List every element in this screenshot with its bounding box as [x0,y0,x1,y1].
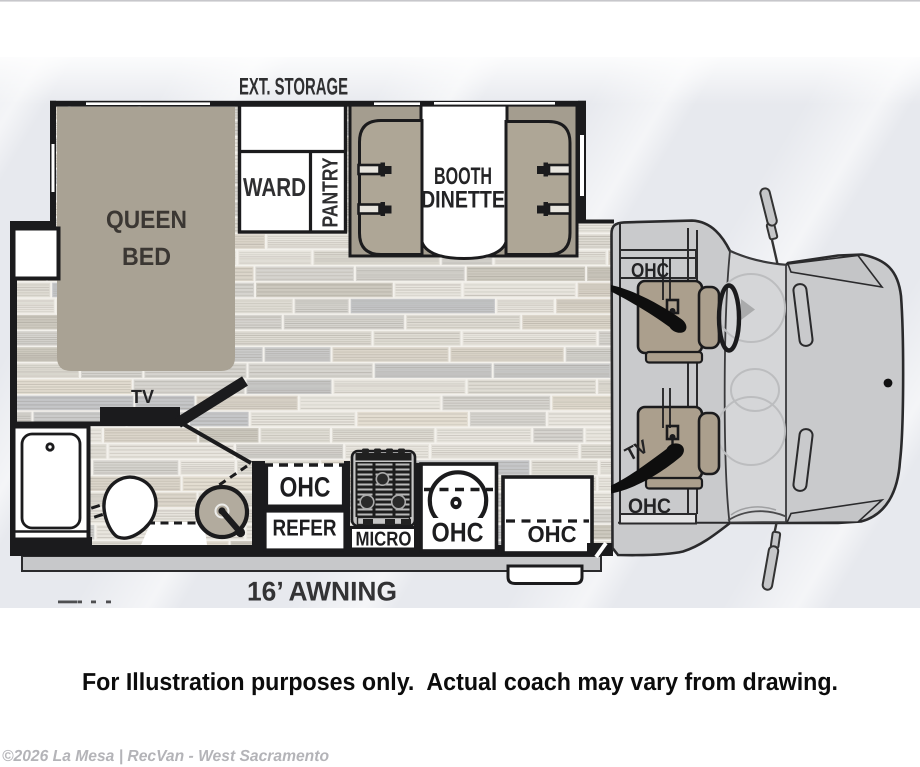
svg-text:BED: BED [122,243,171,271]
svg-text:EXT. STORAGE: EXT. STORAGE [239,74,348,101]
svg-text:For Illustration purposes only: For Illustration purposes only. Actual c… [82,669,838,696]
svg-text:TV: TV [131,387,154,408]
svg-text:QUEEN: QUEEN [106,206,187,234]
svg-text:OHC: OHC [280,472,331,503]
svg-text:WARD: WARD [243,172,306,202]
svg-text:OHC: OHC [528,521,577,547]
svg-text:PANTRY: PANTRY [318,157,343,227]
svg-text:16’ AWNING: 16’ AWNING [247,577,397,607]
svg-text:DINETTE: DINETTE [421,187,505,214]
svg-text:MICRO: MICRO [356,529,412,551]
svg-text:©2026 La Mesa | RecVan - West: ©2026 La Mesa | RecVan - West Sacramento [2,748,329,765]
svg-text:OHC: OHC [432,518,484,548]
svg-text:BOOTH: BOOTH [434,163,492,190]
svg-text:REFER: REFER [273,515,337,541]
svg-text:OHC: OHC [628,495,671,518]
svg-text:OHC: OHC [631,260,669,282]
